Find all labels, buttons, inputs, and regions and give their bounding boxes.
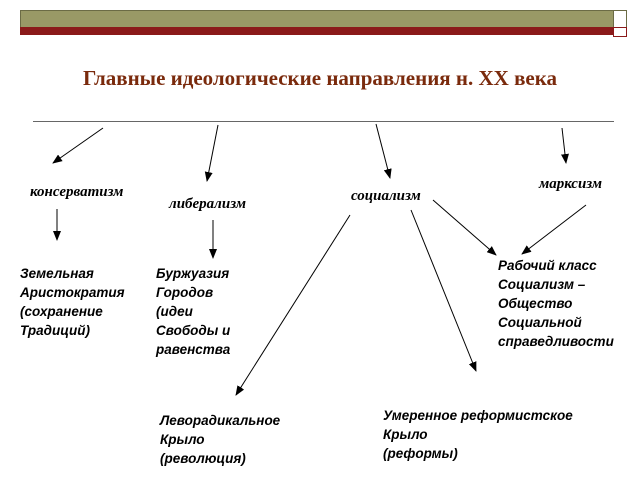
branch-conservatism: консерватизм [30, 184, 124, 200]
slide-title: Главные идеологические направления н. XX… [82, 66, 558, 90]
note-line: Буржуазия [156, 266, 230, 281]
note-line: Традиций) [20, 323, 90, 338]
note-line: Леворадикальное [160, 413, 281, 428]
arrow-to-conservatism [52, 127, 104, 164]
note-moderate-reformist-wing: Умеренное реформистское Крыло (реформы) [383, 406, 573, 463]
note-line: Общество [498, 296, 573, 311]
arrow-socialism-to-reformist-wing [410, 209, 477, 372]
header-stripe [20, 27, 613, 35]
note-line: Социальной [498, 315, 582, 330]
arrow-socialism-to-left-wing [235, 214, 351, 396]
note-line: Городов [156, 285, 214, 300]
note-line: Крыло [160, 432, 205, 447]
note-line: равенства [156, 342, 231, 357]
arrow-marxism-to-working-class [521, 204, 587, 255]
note-line: Умеренное реформистское [383, 408, 573, 423]
note-urban-bourgeoisie: Буржуазия Городов (идеи Свободы и равенс… [156, 264, 230, 359]
note-line: Крыло [383, 427, 428, 442]
note-working-class: Рабочий класс Социализм – Общество Социа… [498, 256, 614, 351]
note-line: (революция) [160, 451, 246, 466]
note-landed-aristocracy: Земельная Аристократия (сохранение Тради… [20, 264, 125, 340]
arrow-to-liberalism [204, 124, 219, 182]
header-square-bottom [613, 27, 627, 37]
arrow-socialism-to-working-class [432, 199, 497, 256]
note-line: Аристократия [20, 285, 125, 300]
note-line: Свободы и [156, 323, 231, 338]
arrow-to-socialism [375, 123, 392, 179]
note-line: Земельная [20, 266, 94, 281]
branch-socialism: социализм [351, 188, 421, 204]
note-line: (реформы) [383, 446, 458, 461]
branch-marxism: марксизм [539, 176, 603, 192]
note-line: Рабочий класс [498, 258, 597, 273]
note-line: (идеи [156, 304, 193, 319]
note-left-radical-wing: Леворадикальное Крыло (революция) [160, 411, 280, 468]
title-underline [33, 121, 614, 122]
arrow-to-marxism [561, 127, 569, 164]
note-line: справедливости [498, 334, 614, 349]
note-line: Социализм – [498, 277, 586, 292]
note-line: (сохранение [20, 304, 103, 319]
branch-liberalism: либерализм [169, 196, 246, 212]
